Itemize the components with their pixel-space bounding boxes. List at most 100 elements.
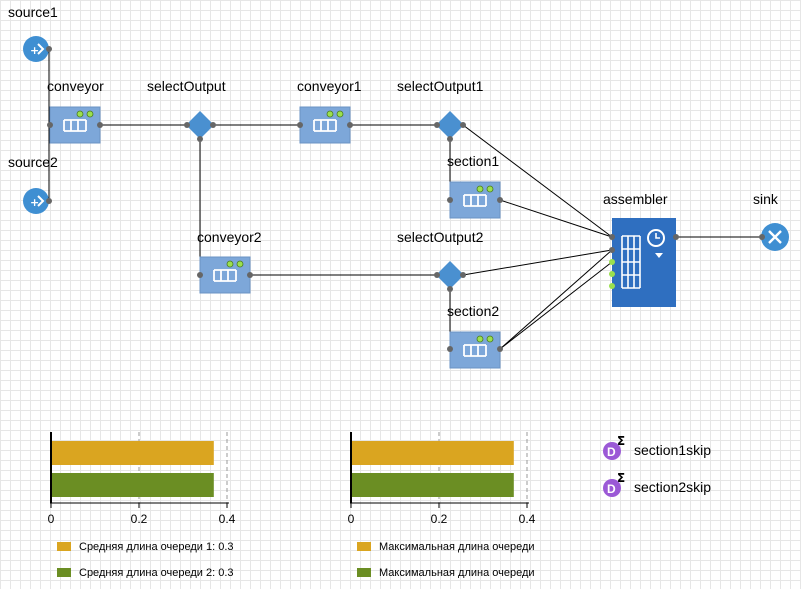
source-icon [23,188,49,214]
conveyor-label: conveyor [47,78,104,94]
arrow-right-icon [37,43,45,55]
connector-selectOutput2-assembler [462,249,613,276]
input-port[interactable] [447,197,453,203]
sigma-icon: Σ [617,434,625,448]
input-port[interactable] [434,272,440,278]
assembler-label: assembler [603,191,668,207]
connector-selectOutput1-assembler [462,124,613,238]
sink-block[interactable]: sink [753,191,789,251]
tick-label: 0 [348,512,355,526]
tick-label: 0.4 [219,512,236,526]
output-true-port[interactable] [460,122,466,128]
diamond-icon [186,111,214,139]
triangle-down-icon [655,253,663,258]
source1-label: source1 [8,4,58,20]
output-port[interactable] [347,122,353,128]
arrow-right-icon [37,195,45,207]
section2skip-dataset[interactable]: D Σ section2skip [603,471,711,497]
tick-label: 0 [48,512,55,526]
legend-label: Максимальная длина очереди [379,567,535,579]
input-port-1[interactable] [609,234,615,240]
bar [351,441,514,465]
selectOutput-label: selectOutput [147,78,226,94]
output-port[interactable] [497,197,503,203]
output-port[interactable] [97,122,103,128]
selectOutput-block[interactable]: selectOutput [147,78,226,142]
section1-label: section1 [447,153,499,169]
diamond-icon [436,261,464,289]
sigma-icon: Σ [617,471,625,485]
svg-text:D: D [607,445,616,459]
source2-label: source2 [8,154,58,170]
input-port[interactable] [434,122,440,128]
section2skip-label: section2skip [634,479,711,495]
svg-text:+: + [30,196,39,209]
conveyor1-label: conveyor1 [297,78,362,94]
dataset-icon [603,442,621,460]
selectOutput1-label: selectOutput1 [397,78,484,94]
output-true-port[interactable] [460,272,466,278]
bar [51,473,214,497]
input-port[interactable] [197,272,203,278]
legend-swatch [57,568,71,577]
source-icon [23,36,49,62]
output-port[interactable] [247,272,253,278]
conveyor2-block[interactable]: conveyor2 [197,229,262,294]
output-false-port[interactable] [447,286,453,292]
section2-label: section2 [447,303,499,319]
conveyor1-block[interactable]: conveyor1 [297,78,362,144]
output-port[interactable] [46,198,52,204]
bar [51,441,214,465]
conveyor-block[interactable]: conveyor [47,78,104,144]
close-icon [768,230,782,244]
clock-icon [647,229,665,247]
legend-swatch [357,542,371,551]
connector-section1-assembler [499,199,613,238]
legend-label: Средняя длина очереди 2: 0.3 [79,567,234,579]
section2-block[interactable]: section2 [447,303,503,369]
legend-swatch [57,542,71,551]
output-port[interactable] [497,346,503,352]
output-port[interactable] [46,46,52,52]
input-port[interactable] [759,234,765,240]
conveyor2-label: conveyor2 [197,229,262,245]
dataset-icon [603,479,621,497]
output-false-port[interactable] [197,136,203,142]
source2-block[interactable]: source2 + [8,154,58,214]
selectOutput1-block[interactable]: selectOutput1 [397,78,484,142]
legend-label: Максимальная длина очереди [379,541,535,553]
bar [351,473,514,497]
section1-block[interactable]: section1 [447,153,503,219]
input-port[interactable] [184,122,190,128]
output-false-port[interactable] [447,136,453,142]
input-port[interactable] [47,122,53,128]
connector-section2-assembler-b [499,261,613,350]
tick-label: 0.4 [519,512,536,526]
input-port[interactable] [297,122,303,128]
legend-swatch [357,568,371,577]
connector-section2-assembler-a [499,249,613,350]
section1skip-dataset[interactable]: D Σ section1skip [603,434,711,460]
tick-label: 0.2 [131,512,148,526]
section1skip-label: section1skip [634,442,711,458]
connectors [48,49,762,350]
assembler-block[interactable]: assembler [603,191,679,307]
output-true-port[interactable] [210,122,216,128]
svg-text:+: + [30,44,39,57]
source1-block[interactable]: source1 + [8,4,58,62]
output-port[interactable] [673,234,679,240]
legend-label: Средняя длина очереди 1: 0.3 [79,541,234,553]
diamond-icon [436,111,464,139]
sink-label: sink [753,191,779,207]
input-port[interactable] [447,346,453,352]
input-port-2[interactable] [609,247,615,253]
tick-label: 0.2 [431,512,448,526]
selectOutput2-block[interactable]: selectOutput2 [397,229,484,292]
svg-text:D: D [607,482,616,496]
selectOutput2-label: selectOutput2 [397,229,484,245]
